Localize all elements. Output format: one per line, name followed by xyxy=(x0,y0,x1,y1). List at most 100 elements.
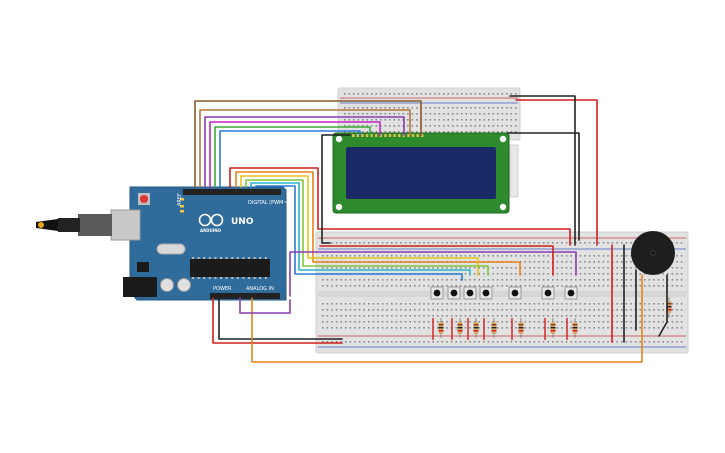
resistors[interactable] xyxy=(432,297,672,340)
piezo-buzzer[interactable] xyxy=(631,231,675,275)
wire-cyan-d[interactable] xyxy=(250,182,471,276)
breadboard-hole xyxy=(598,242,600,244)
breadboard-hole xyxy=(386,242,388,244)
pushbutton[interactable] xyxy=(447,286,461,300)
breadboard-hole xyxy=(372,315,375,317)
wires[interactable] xyxy=(194,95,668,363)
breadboard-hole xyxy=(473,303,476,305)
breadboard-hole xyxy=(391,315,393,317)
breadboard-hole xyxy=(425,93,427,95)
wire-orange-d[interactable] xyxy=(235,171,521,276)
wire-black-lcd[interactable] xyxy=(509,95,576,246)
wire-purple-top[interactable] xyxy=(204,116,405,188)
wire-red-d[interactable] xyxy=(229,167,571,246)
breadboard-hole xyxy=(441,267,444,269)
breadboard-hole xyxy=(598,279,600,281)
breadboard-hole xyxy=(533,279,536,281)
breadboard-hole xyxy=(524,341,526,343)
pushbutton[interactable] xyxy=(463,286,477,300)
pushbutton[interactable] xyxy=(479,286,493,300)
lcd-pin xyxy=(352,134,355,137)
dc-jack-icon[interactable] xyxy=(123,277,157,297)
wire-brown[interactable] xyxy=(194,100,422,188)
pushbutton[interactable] xyxy=(430,286,444,300)
breadboard-hole xyxy=(496,341,499,343)
breadboard-hole xyxy=(680,267,683,269)
breadboard-hole xyxy=(593,327,595,329)
breadboard-hole xyxy=(492,273,494,275)
pushbutton[interactable] xyxy=(564,286,578,300)
wire-black-left[interactable] xyxy=(321,134,351,244)
breadboard-hole xyxy=(616,261,618,263)
reset-button-cap[interactable] xyxy=(140,195,148,203)
breadboard-hole xyxy=(607,273,609,275)
breadboard-hole xyxy=(547,279,549,281)
breadboard-hole xyxy=(510,93,513,95)
breadboard-hole xyxy=(455,267,457,269)
resistor[interactable] xyxy=(518,318,524,338)
breadboard-hole xyxy=(616,303,618,305)
breadboard-hole xyxy=(322,309,324,311)
resistor[interactable] xyxy=(457,318,463,338)
breadboard-hole xyxy=(538,273,540,275)
wire-red-power[interactable] xyxy=(212,297,343,344)
breadboard-hole xyxy=(400,255,402,257)
wire-yellow-d[interactable] xyxy=(240,175,479,276)
resistor[interactable] xyxy=(491,318,497,338)
breadboard-hole xyxy=(411,107,414,109)
pushbutton[interactable] xyxy=(508,286,522,300)
breadboard-hole xyxy=(416,131,418,133)
wire-magenta[interactable] xyxy=(209,121,381,188)
wire-blue-d[interactable] xyxy=(255,185,463,281)
resistor-band xyxy=(518,330,524,332)
breadboard-hole xyxy=(501,93,504,95)
breadboard-hole xyxy=(363,315,365,317)
wire-red-lcd[interactable] xyxy=(515,99,598,246)
wire-lime-d[interactable] xyxy=(245,179,489,276)
wire-green-top[interactable] xyxy=(214,126,371,188)
breadboard-hole xyxy=(437,315,439,317)
breadboard-hole xyxy=(621,341,623,343)
wire-black-lcd2[interactable] xyxy=(507,132,580,241)
breadboard-hole xyxy=(625,273,628,275)
wire-black-buzzer[interactable] xyxy=(658,274,668,337)
breadboard-hole xyxy=(630,321,632,323)
resistor[interactable] xyxy=(473,318,479,338)
pushbutton[interactable] xyxy=(541,286,555,300)
resistor[interactable] xyxy=(438,318,444,338)
breadboard-hole xyxy=(473,309,476,311)
lcd-module[interactable] xyxy=(332,132,510,214)
wire-orange-buzzer[interactable] xyxy=(251,274,643,363)
breadboard-hole xyxy=(538,303,540,305)
breadboard-hole xyxy=(429,119,432,121)
breadboard-hole xyxy=(644,303,646,305)
breadboard-hole xyxy=(375,107,378,109)
breadboard-hole xyxy=(556,273,559,275)
breadboard-hole xyxy=(409,321,411,323)
wire-black-power[interactable] xyxy=(218,297,343,340)
resistor[interactable] xyxy=(572,318,578,338)
resistor[interactable] xyxy=(550,318,556,338)
pushbuttons[interactable] xyxy=(430,286,578,300)
breadboard-hole xyxy=(429,93,432,95)
usb-b-icon[interactable] xyxy=(36,209,141,241)
breadboard-hole xyxy=(588,242,591,244)
wire-blue-top[interactable] xyxy=(219,130,361,188)
breadboard-hole xyxy=(542,255,545,257)
breadboard-hole xyxy=(344,119,346,121)
breadboard-hole xyxy=(515,285,517,287)
breadboard-hole xyxy=(381,242,384,244)
wire-tan[interactable] xyxy=(199,109,411,188)
wire-purple-bb[interactable] xyxy=(289,251,577,297)
breadboard-hole xyxy=(478,327,480,329)
breadboard-hole xyxy=(357,125,360,127)
arduino-uno[interactable]: UNO ARDUINO DIGITAL (PWM~) POWER ANALOG … xyxy=(129,186,290,301)
breadboard-hole xyxy=(492,309,494,311)
small-breadboard[interactable] xyxy=(337,87,521,141)
wire-red-bb[interactable] xyxy=(319,245,554,276)
wire-purple-analog[interactable] xyxy=(239,297,291,314)
breadboard-hole xyxy=(326,321,329,323)
breadboard-hole xyxy=(565,255,568,257)
breadboard-hole xyxy=(438,107,441,109)
